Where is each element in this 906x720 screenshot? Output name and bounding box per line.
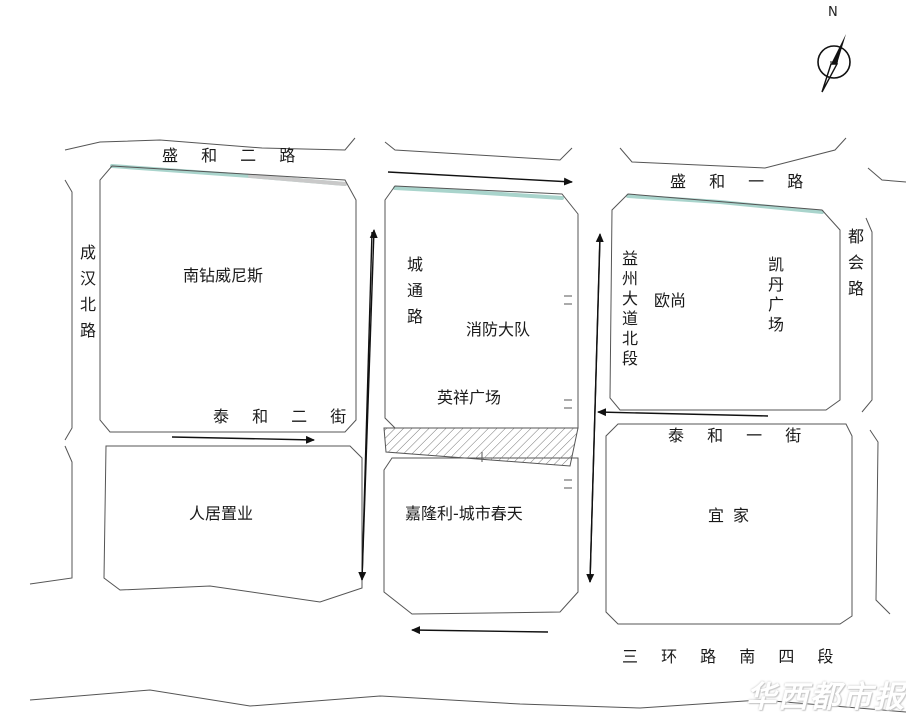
arrow-chengtong-up — [361, 229, 378, 581]
block-renju — [103, 445, 363, 603]
arrow-ring3-west — [411, 626, 549, 635]
road-label-duhui: 都会路 — [845, 228, 864, 306]
block-jialongli — [383, 457, 579, 615]
place-label-yijia: 宜家 — [708, 506, 759, 525]
arrow-taihe2-east — [171, 435, 315, 444]
road-label-yizhou-north: 益州大道北段 — [619, 250, 638, 370]
place-label-jialongli: 嘉隆利-城市春天 — [405, 504, 523, 523]
arrow-yizhou-up — [589, 233, 604, 583]
arrow-shenghe2-east — [387, 171, 573, 186]
traffic-arrows — [171, 171, 769, 635]
road-label-shenghe-2: 盛 和 二 路 — [162, 146, 305, 165]
road-label-chengtong: 城通路 — [404, 256, 423, 334]
place-label-nanzuan: 南钻威尼斯 — [183, 266, 264, 285]
place-label-yingxiang: 英祥广场 — [437, 388, 502, 407]
road-label-taihe-2: 泰 和 二 街 — [213, 407, 356, 426]
place-label-renju: 人居置业 — [189, 504, 254, 523]
road-edges — [29, 137, 906, 713]
arrow-taihe1-west — [597, 408, 769, 417]
road-label-chenghan-north: 成汉北路 — [77, 244, 96, 348]
road-label-ring3-south4: 三 环 路 南 四 段 — [622, 647, 843, 666]
block-oushang — [609, 193, 841, 411]
hatched-plaza — [383, 427, 579, 467]
block-nanzuan — [99, 165, 357, 433]
place-label-fire-brigade: 消防大队 — [466, 320, 531, 339]
block-yijia — [605, 423, 853, 625]
north-label: N — [828, 5, 838, 20]
place-label-kaidan: 凯丹广场 — [765, 256, 784, 336]
road-label-shenghe-1: 盛 和 一 路 — [670, 172, 813, 191]
north-compass-icon — [817, 34, 851, 93]
watermark-logo: 华西都市报 — [746, 680, 906, 715]
place-label-oushang: 欧尚 — [654, 291, 687, 310]
road-label-taihe-1: 泰 和 一 街 — [668, 426, 811, 445]
